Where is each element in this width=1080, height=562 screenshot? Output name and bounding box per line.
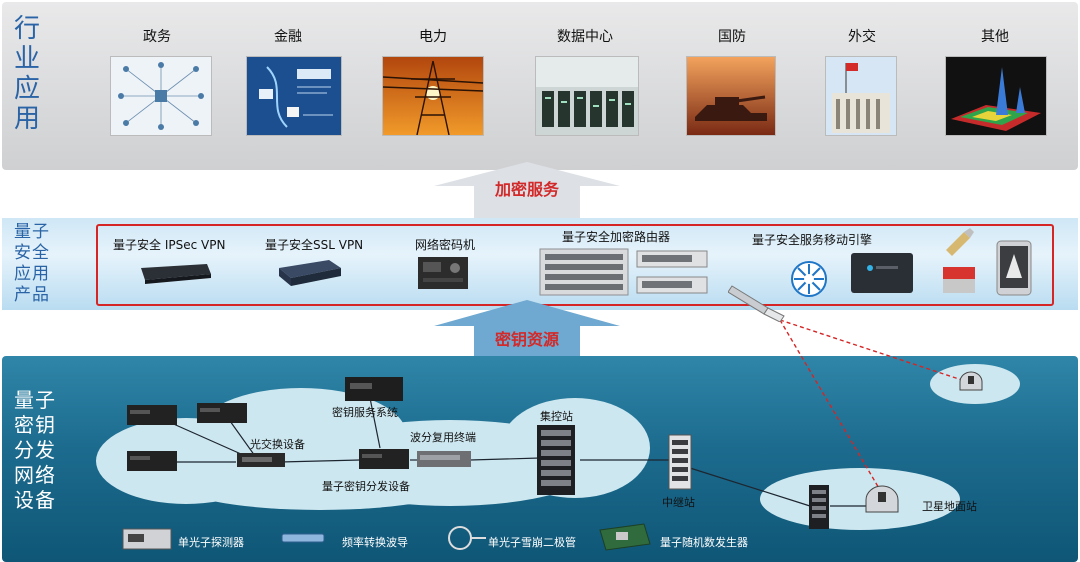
key-service-label: 密钥服务系统 xyxy=(332,406,398,419)
wdm-label: 波分复用终端 xyxy=(410,431,476,444)
ssl-vpn-device-icon xyxy=(279,260,341,286)
relay-label: 中继站 xyxy=(662,496,695,509)
ipsec-vpn-device-icon xyxy=(141,264,211,284)
control-station-label: 集控站 xyxy=(540,410,573,423)
avalanche-diode-icon xyxy=(448,526,486,550)
satellite-icon xyxy=(728,285,785,322)
usb-key-icon xyxy=(946,228,974,256)
sd-card-icon xyxy=(943,267,975,293)
random-number-generator-icon xyxy=(599,523,651,551)
product-label-mobile-engine: 量子安全服务移动引擎 xyxy=(752,233,873,247)
encryption-service-label: 加密服务 xyxy=(494,180,559,199)
key-service-device-icon xyxy=(345,377,403,401)
router-chassis-icon xyxy=(539,248,629,296)
embassy-building-icon xyxy=(825,56,897,136)
upper-arrow xyxy=(434,162,620,218)
tray-label-waveguide: 频率转换波导 xyxy=(342,536,408,549)
optical-switch-label: 光交换设备 xyxy=(250,438,305,451)
key-resource-label: 密钥资源 xyxy=(494,330,559,349)
industry-label-diplomacy: 外交 xyxy=(848,29,876,45)
power-tower-icon xyxy=(382,56,484,136)
qkd-box-1-icon xyxy=(127,405,177,425)
optical-switch-device-icon xyxy=(237,453,285,467)
industry-label-finance: 金融 xyxy=(274,29,302,45)
qkd-box-3-icon xyxy=(127,451,177,471)
ground-station-dome-icon xyxy=(865,485,899,513)
network-cipher-device-icon xyxy=(418,257,468,289)
wdm-device-icon xyxy=(417,451,471,467)
product-label-router: 量子安全加密路由器 xyxy=(562,230,671,244)
government-network-icon xyxy=(110,56,212,136)
satellite-ground-label: 卫星地面站 xyxy=(922,500,977,513)
tray-label-rng: 量子随机数发生器 xyxy=(660,536,748,549)
lower-arrow xyxy=(434,300,620,358)
industry-label-defense: 国防 xyxy=(718,29,746,45)
product-label-ipsec-vpn: 量子安全 IPSec VPN xyxy=(113,238,226,252)
industry-label-datacenter: 数据中心 xyxy=(557,29,613,45)
products-title: 量子 安全 应用 产品 xyxy=(14,222,50,305)
qkd-label: 量子密钥分发设备 xyxy=(322,480,410,493)
finance-diagram-icon xyxy=(246,56,342,136)
router-unit-1-icon xyxy=(636,250,708,268)
smartphone-icon xyxy=(996,240,1032,296)
mobile-engine-logo-icon xyxy=(791,261,827,297)
observatory-dome-icon xyxy=(959,371,983,391)
industry-label-government: 政务 xyxy=(143,29,171,45)
router-unit-2-icon xyxy=(636,276,708,294)
product-label-ssl-vpn: 量子安全SSL VPN xyxy=(265,238,364,252)
single-photon-detector-icon xyxy=(122,528,172,550)
qkd-box-2-icon xyxy=(197,403,247,423)
frequency-waveguide-icon xyxy=(281,533,325,543)
heatmap-icon xyxy=(945,56,1047,136)
qkd-device-icon xyxy=(359,449,409,469)
product-label-network-cipher: 网络密码机 xyxy=(415,238,476,252)
control-station-rack-icon xyxy=(537,425,575,495)
server-room-icon xyxy=(535,56,639,136)
tray-label-detector: 单光子探测器 xyxy=(178,536,244,549)
network-title: 量子 密钥 分发 网络 设备 xyxy=(14,388,56,512)
ground-station-rack-icon xyxy=(809,485,829,529)
tray-label-diode: 单光子雪崩二极管 xyxy=(488,536,576,549)
industry-label-other: 其他 xyxy=(981,29,1009,45)
products-frame xyxy=(96,224,1054,306)
industry-title: 行 业 应 用 xyxy=(14,14,42,134)
relay-rack-icon xyxy=(668,434,692,490)
tank-icon xyxy=(686,56,776,136)
industry-label-power: 电力 xyxy=(419,29,447,45)
mobile-engine-device-icon xyxy=(851,253,913,293)
